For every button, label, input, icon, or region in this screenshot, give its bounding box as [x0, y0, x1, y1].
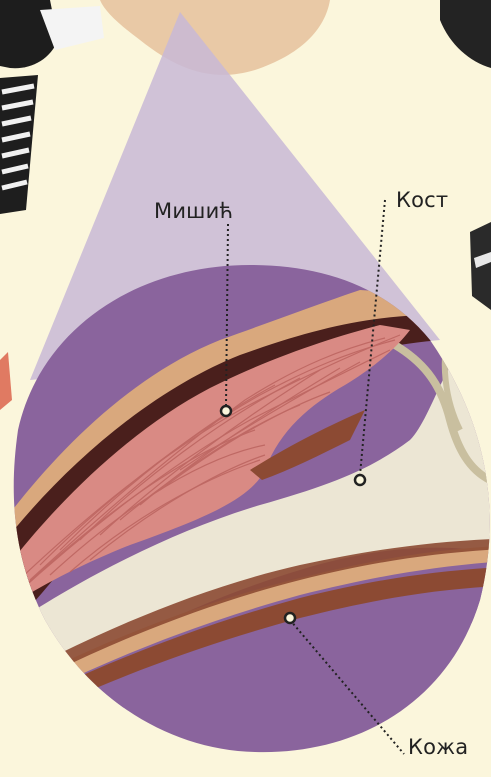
sneaker-right: [440, 0, 491, 310]
label-skin: Кожа: [408, 735, 468, 759]
label-bone: Кост: [396, 188, 448, 212]
skin-marker: [285, 613, 295, 623]
shoe-edge-red: [0, 352, 12, 410]
bone-marker: [355, 475, 365, 485]
label-muscle: Мишић: [154, 199, 233, 223]
sneaker-left: [0, 0, 104, 214]
muscle-marker: [221, 406, 231, 416]
